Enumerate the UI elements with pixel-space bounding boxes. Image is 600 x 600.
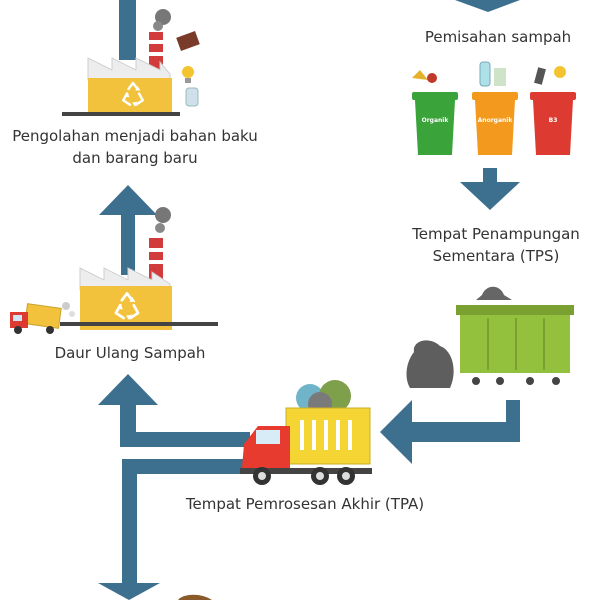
arrow-sorting-to-tps	[460, 168, 520, 210]
label-sorting: Pemisahan sampah	[424, 28, 572, 46]
bin-b3: B3	[530, 92, 576, 155]
bin-b3-label: B3	[549, 117, 558, 124]
arrow-tpa-down	[98, 459, 250, 600]
banana-icon	[412, 70, 428, 80]
partial-icon-bottom	[178, 594, 212, 600]
factory-icon-processing	[62, 0, 200, 116]
arrow-tps-to-tpa	[380, 400, 520, 464]
garbage-bag-icon-top	[476, 286, 512, 300]
garbage-truck-icon-small	[10, 302, 75, 334]
label-tps-line1: Tempat Penampungan	[412, 225, 580, 243]
bin-organik: Organik	[412, 92, 458, 155]
plastic-bag-icon	[494, 68, 506, 86]
arrow-tpa-to-recycling	[98, 374, 250, 447]
bin-anorganik-label: Anorganik	[478, 117, 514, 124]
label-processing-line2: dan barang baru	[72, 149, 198, 167]
bottle-icon	[479, 61, 491, 87]
flow-arrows	[98, 0, 520, 600]
arrow-recycling-to-processing	[99, 185, 157, 275]
label-processing-line1: Pengolahan menjadi bahan baku	[12, 127, 258, 145]
label-tpa: Tempat Pemrosesan Akhir (TPA)	[185, 495, 425, 513]
arrow-into-sorting	[455, 0, 520, 12]
bin-organik-label: Organik	[422, 117, 450, 124]
battery-icon	[534, 67, 546, 85]
factory-icon-recycling	[60, 207, 218, 330]
garbage-bag-icon	[406, 340, 454, 388]
garbage-truck-icon	[240, 380, 372, 485]
waste-container-icon	[406, 286, 574, 388]
bin-anorganik: Anorganik	[472, 92, 518, 155]
lightbulb-icon	[554, 66, 566, 78]
apple-icon	[427, 73, 437, 83]
label-recycling: Daur Ulang Sampah	[54, 344, 206, 362]
sorting-bins: Organik Anorganik B3	[412, 61, 576, 155]
label-tps-line2: Sementara (TPS)	[432, 247, 560, 265]
